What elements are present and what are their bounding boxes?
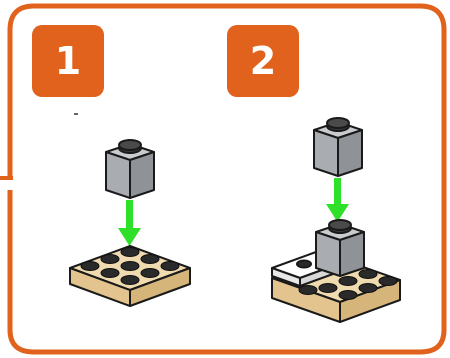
gray-1x1-brick-placed-icon xyxy=(315,219,365,277)
step-1-illustration xyxy=(69,113,191,307)
down-arrow-icon xyxy=(326,178,349,222)
step-2-illustration xyxy=(271,117,401,323)
down-arrow-icon xyxy=(118,200,141,246)
step-1-number: 1 xyxy=(54,39,82,83)
step-1-badge: 1 xyxy=(32,25,104,97)
gray-1x1-brick-icon xyxy=(105,139,155,199)
gray-1x1-brick-icon xyxy=(313,117,363,177)
step-2-number: 2 xyxy=(249,39,277,83)
step-2-badge: 2 xyxy=(227,25,299,97)
